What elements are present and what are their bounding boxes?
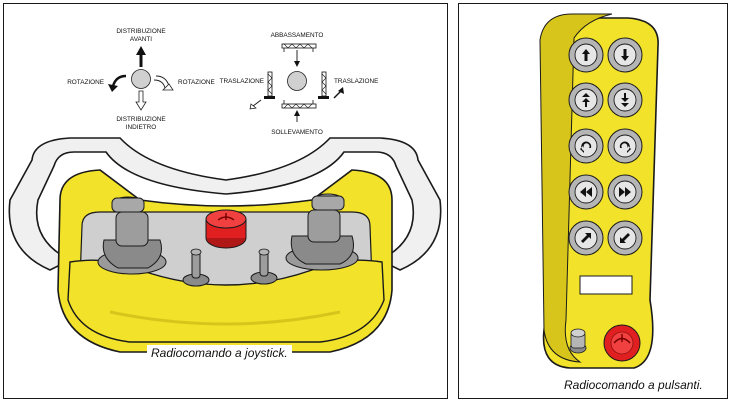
label-translation-right: TRASLAZIONE [334, 78, 378, 85]
translation-right-icon [318, 71, 344, 99]
remote-button[interactable] [607, 37, 643, 73]
label-rotation-right: ROTAZIONE [178, 79, 215, 86]
rotation-left-icon [108, 74, 127, 92]
crane-lowering-icon [281, 43, 317, 67]
emergency-stop-button[interactable] [205, 209, 247, 249]
label-forward-1: DISTRIBUZIONE [116, 28, 165, 35]
right-joystick[interactable] [285, 193, 359, 271]
remote-button[interactable] [607, 174, 643, 210]
remote-button[interactable] [568, 220, 604, 256]
right-small-lever[interactable] [250, 248, 278, 285]
button-grid [568, 37, 643, 256]
label-backward-1: DISTRIBUZIONE [116, 116, 165, 123]
label-rotation-left: ROTAZIONE [67, 79, 104, 86]
lifting-translation-diagram: ABBASSAMENTO TRASLAZIONE TRASLAZIONE SOL… [220, 32, 379, 136]
crane-lifting-icon [281, 100, 317, 122]
button-panel [458, 3, 728, 399]
rotate-left-icon [580, 141, 592, 153]
rewind-left-icon [580, 187, 592, 197]
arrow-down-double-icon [621, 93, 629, 107]
display-window [579, 275, 633, 295]
joystick-center-icon-2 [287, 71, 307, 91]
distribution-rotation-diagram: DISTRIBUZIONE AVANTI DISTRIBUZIONE INDIE… [67, 28, 215, 131]
arrow-backward-icon [135, 90, 147, 111]
remote-button[interactable] [607, 128, 643, 164]
label-lowering: ABBASSAMENTO [271, 32, 324, 39]
arrow-up-icon [582, 49, 590, 61]
rotate-right-icon [619, 141, 631, 153]
label-forward-2: AVANTI [130, 36, 152, 43]
remote-button[interactable] [568, 82, 604, 118]
remote-button[interactable] [607, 82, 643, 118]
arrow-diagonal-down-icon [620, 233, 630, 243]
arrow-down-icon [621, 49, 629, 61]
joystick-center-icon [131, 69, 151, 89]
rotation-right-icon [153, 75, 174, 91]
caption-joystick: Radiocomando a joystick. [147, 345, 292, 361]
remote-button[interactable] [568, 128, 604, 164]
arrow-up-double-icon [582, 93, 590, 107]
remote-button[interactable] [607, 220, 643, 256]
button-panel-emergency-stop[interactable] [603, 324, 641, 362]
caption-buttons: Radiocomando a pulsanti. [564, 378, 703, 392]
remote-button[interactable] [568, 37, 604, 73]
forward-right-icon [619, 187, 631, 197]
label-backward-2: INDIETRO [126, 124, 157, 131]
translation-left-icon [249, 71, 275, 110]
left-small-lever[interactable] [182, 248, 210, 287]
left-joystick[interactable] [97, 196, 167, 275]
key-switch[interactable] [569, 328, 587, 354]
label-lifting: SOLLEVAMENTO [271, 129, 323, 136]
joystick-remote-body [8, 137, 442, 353]
arrow-diagonal-up-icon [581, 233, 591, 243]
arrow-forward-icon [136, 46, 146, 67]
remote-button[interactable] [568, 174, 604, 210]
label-translation-left: TRASLAZIONE [220, 78, 264, 85]
